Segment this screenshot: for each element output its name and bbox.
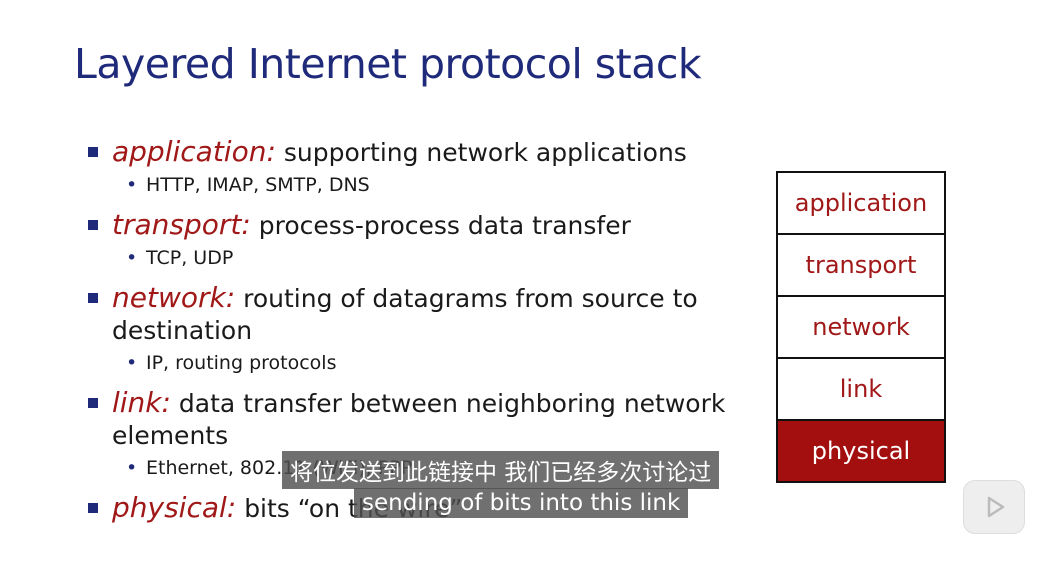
sub-bullet-transport: • TCP, UDP	[88, 244, 748, 272]
bullet-keyword: physical:	[112, 491, 237, 524]
stack-layer-application: application	[778, 173, 944, 235]
sub-bullet-network: • IP, routing protocols	[88, 349, 748, 377]
slide-title: Layered Internet protocol stack	[74, 40, 702, 88]
stack-layer-physical: physical	[778, 421, 944, 483]
bullet-keyword: network:	[112, 281, 236, 314]
bullet-keyword: link:	[112, 386, 171, 419]
bullet-text: data transfer between neighboring networ…	[112, 389, 726, 450]
bullet-square-icon	[88, 398, 98, 408]
stack-layer-transport: transport	[778, 235, 944, 297]
sub-bullet-text: TCP, UDP	[146, 247, 234, 269]
subtitle-line-chinese: 将位发送到此链接中 我们已经多次讨论过	[282, 451, 720, 489]
bullet-transport: transport: process-process data transfer	[88, 209, 748, 242]
bullet-dot-icon: •	[126, 457, 138, 479]
bullet-dot-icon: •	[126, 247, 138, 269]
bullet-square-icon	[88, 293, 98, 303]
bullet-application: application: supporting network applicat…	[88, 136, 748, 169]
bullet-dot-icon: •	[126, 352, 138, 374]
bullet-text: routing of datagrams from source to dest…	[112, 284, 698, 345]
sub-bullet-text: IP, routing protocols	[146, 352, 337, 374]
stack-layer-link: link	[778, 359, 944, 421]
bullet-list: application: supporting network applicat…	[88, 136, 748, 525]
bullet-link: link: data transfer between neighboring …	[88, 387, 748, 452]
bullet-keyword: transport:	[112, 208, 251, 241]
bullet-square-icon	[88, 503, 98, 513]
sub-bullet-application: • HTTP, IMAP, SMTP, DNS	[88, 171, 748, 199]
bullet-keyword: application:	[112, 135, 276, 168]
bullet-network: network: routing of datagrams from sourc…	[88, 282, 748, 347]
bullet-text: process-process data transfer	[258, 211, 631, 240]
bullet-dot-icon: •	[126, 174, 138, 196]
protocol-stack-diagram: application transport network link physi…	[776, 171, 946, 483]
bullet-text: supporting network applications	[283, 138, 687, 167]
play-button[interactable]	[963, 480, 1025, 534]
stack-layer-network: network	[778, 297, 944, 359]
play-icon	[987, 496, 1005, 518]
bullet-square-icon	[88, 220, 98, 230]
bullet-square-icon	[88, 147, 98, 157]
subtitle-line-english: sending of bits into this link	[354, 488, 689, 518]
sub-bullet-text: HTTP, IMAP, SMTP, DNS	[146, 174, 370, 196]
